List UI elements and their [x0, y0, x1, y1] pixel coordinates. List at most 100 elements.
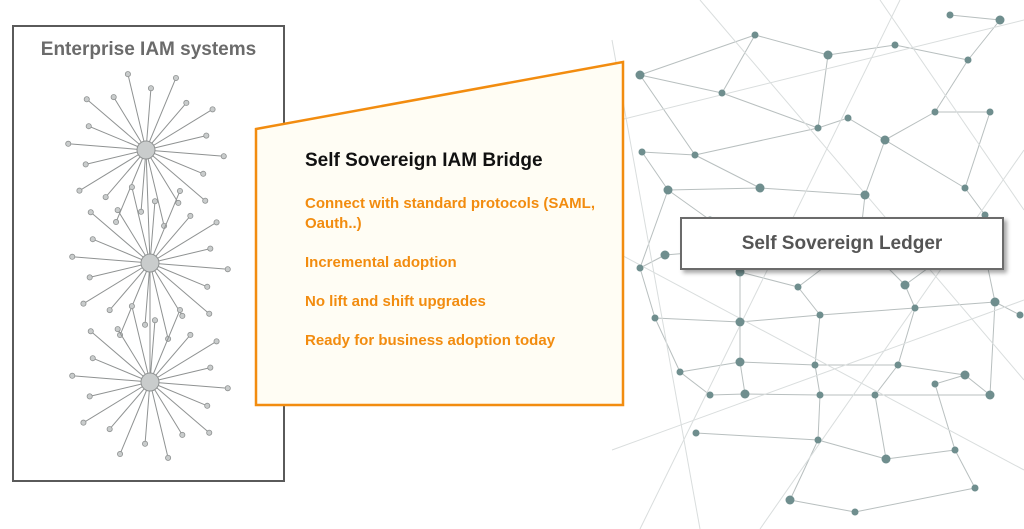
hub-leaf-node — [175, 199, 182, 206]
network-node — [844, 114, 852, 122]
network-edge — [667, 187, 761, 191]
network-node — [814, 436, 822, 444]
network-node — [740, 389, 750, 399]
network-edge — [874, 364, 899, 396]
network-edge — [874, 394, 887, 460]
network-edge — [739, 271, 799, 288]
network-node — [635, 70, 645, 80]
network-edge — [641, 151, 669, 191]
hub-spoke — [149, 262, 169, 339]
hub-leaf-node — [147, 85, 154, 92]
network-edge — [641, 151, 696, 156]
network-node — [660, 250, 670, 260]
network-node — [816, 391, 824, 399]
network-node — [823, 50, 833, 60]
hub-leaf-node — [172, 74, 179, 81]
network-node — [986, 108, 994, 116]
network-node — [881, 454, 891, 464]
hub-spoke — [131, 187, 151, 264]
network-edge — [814, 364, 821, 396]
hub-link — [145, 149, 151, 264]
hub-leaf-node — [179, 431, 186, 438]
hub-leaf-node — [213, 338, 220, 345]
hub-spoke — [145, 149, 179, 204]
hub-spoke — [145, 149, 224, 157]
network-edge — [639, 189, 669, 269]
network-edge — [667, 189, 711, 221]
ledger-label: Self Sovereign Ledger — [741, 232, 943, 254]
network-edge — [744, 393, 821, 396]
hub-leaf-node — [206, 310, 213, 317]
hub-leaf-node — [187, 212, 194, 219]
network-edge — [611, 39, 701, 529]
bridge-title: Self Sovereign IAM Bridge — [305, 150, 543, 171]
hub-leaf-node — [128, 184, 135, 191]
hub-leaf-node — [179, 312, 186, 319]
network-edge — [964, 111, 991, 189]
network-edge — [694, 127, 819, 156]
hub-spoke — [149, 320, 156, 383]
network-node — [931, 108, 939, 116]
network-edge — [989, 301, 996, 396]
hub-leaf-node — [87, 209, 94, 216]
hub-spoke — [149, 381, 183, 436]
bridge-item-business-ready: Ready for business adoption today — [305, 332, 556, 349]
hub-leaf-node — [224, 266, 231, 273]
hub-spoke — [144, 262, 151, 325]
network-node — [964, 56, 972, 64]
hub-spoke — [79, 149, 147, 192]
network-node — [636, 264, 644, 272]
hub-spoke — [149, 381, 210, 434]
network-edge — [884, 111, 936, 141]
network-node — [880, 135, 890, 145]
hub-leaf-node — [142, 440, 149, 447]
network-edge — [739, 361, 816, 366]
hub-leaf-node — [203, 132, 210, 139]
hub-spoke — [149, 381, 228, 389]
hub-spoke — [145, 149, 206, 202]
hub-leaf-node — [151, 317, 158, 324]
network-edge — [611, 249, 1024, 471]
network-edge — [885, 449, 956, 460]
hub-spoke — [149, 262, 228, 270]
network-edge — [854, 487, 976, 513]
network-node — [981, 211, 989, 219]
hub-leaf-node — [220, 153, 227, 160]
network-edge — [611, 299, 1024, 451]
bridge-item-incremental: Incremental adoption — [305, 254, 457, 271]
hub-leaf-node — [187, 331, 194, 338]
network-edge — [639, 267, 656, 319]
hub-leaf-node — [200, 170, 207, 177]
enterprise-title: Enterprise IAM systems — [40, 39, 257, 60]
hub-spoke — [83, 262, 151, 305]
hub-leaf-node — [76, 187, 83, 194]
hub-spoke — [105, 149, 147, 198]
network-node — [931, 380, 939, 388]
bridge-callout — [254, 60, 625, 407]
network-edge — [679, 361, 741, 373]
hub-leaf-node — [69, 372, 76, 379]
hub-spoke — [149, 215, 191, 264]
hub-spoke — [89, 381, 151, 397]
hub-leaf-node — [224, 385, 231, 392]
hub-spoke — [149, 381, 169, 458]
network-edge — [954, 449, 976, 489]
network-edge — [897, 364, 966, 376]
network-edge — [739, 361, 746, 395]
hub-center-node — [140, 372, 160, 392]
network-edge — [967, 19, 1001, 61]
hub-spoke — [109, 262, 151, 311]
network-edge — [654, 317, 681, 373]
network-edge — [695, 432, 819, 441]
network-node — [900, 280, 910, 290]
hub-spoke — [145, 135, 207, 151]
hub-leaf-node — [114, 207, 121, 214]
network-edge — [721, 34, 756, 94]
network-edge — [817, 394, 821, 441]
hub-spoke — [86, 98, 147, 151]
network-edge — [709, 393, 746, 396]
hub-leaf-node — [87, 328, 94, 335]
hub-leaf-node — [176, 187, 183, 194]
